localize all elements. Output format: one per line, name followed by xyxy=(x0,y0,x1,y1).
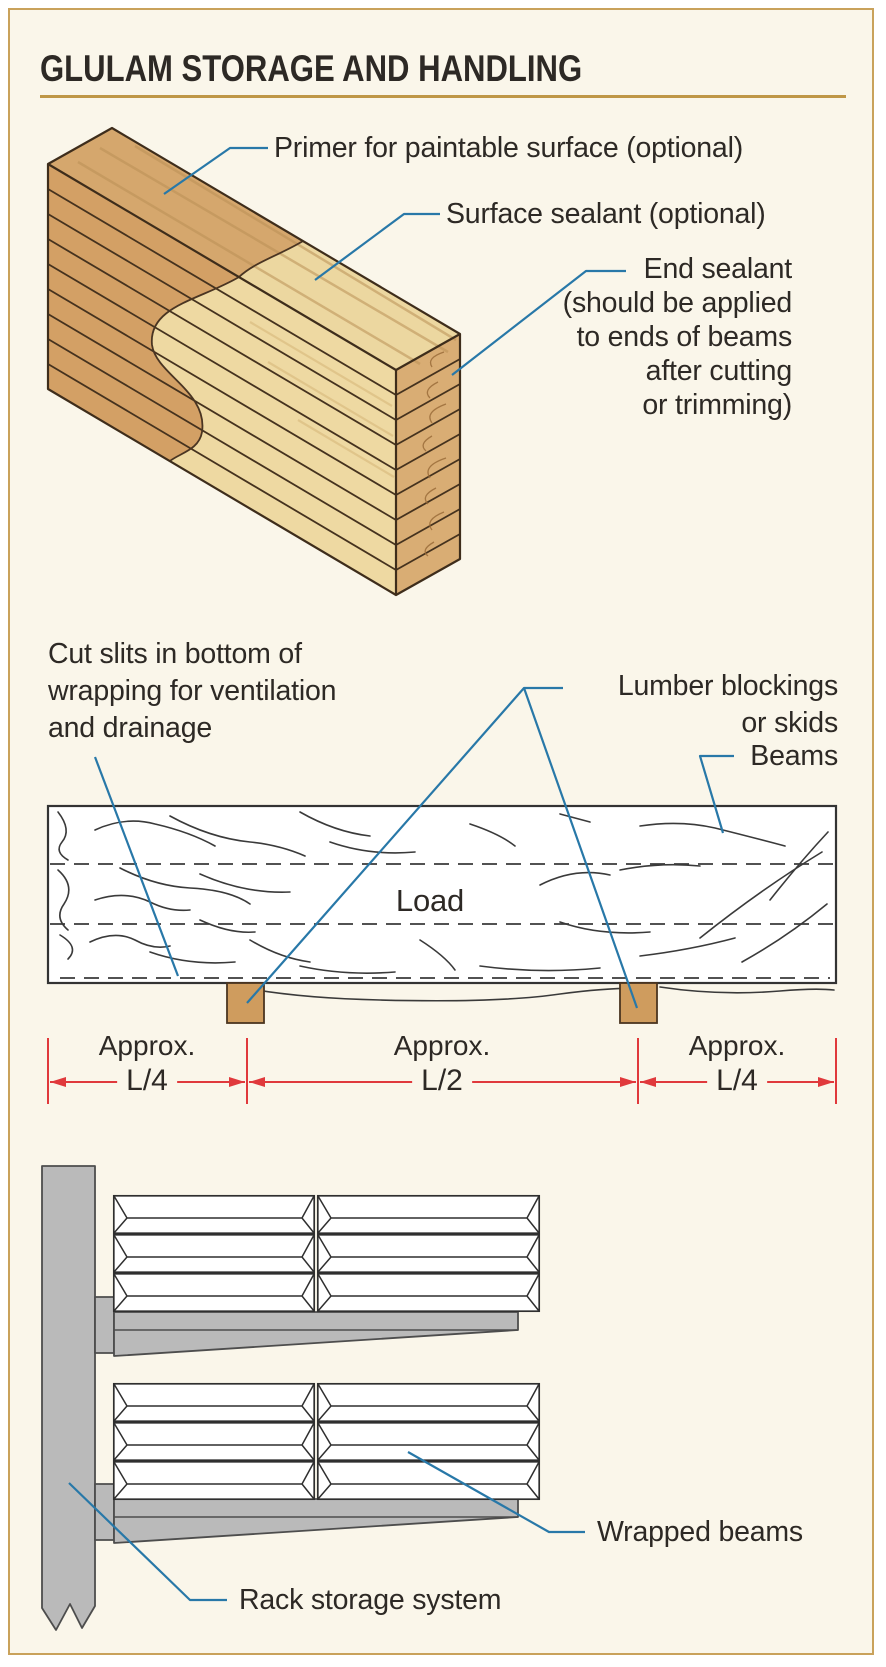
wrapped-beam-stack-lower xyxy=(112,1382,541,1501)
lumber-blocking-right xyxy=(619,982,658,1024)
sealant-boundary-curve xyxy=(151,240,304,462)
glulam-beam-illustration xyxy=(46,126,462,597)
dim-center-prefix: Approx. xyxy=(393,1030,491,1061)
dim-left-prefix: Approx. xyxy=(98,1030,196,1061)
label-surface-sealant: Surface sealant (optional) xyxy=(446,198,766,230)
rack-arm-lower xyxy=(113,1498,519,1544)
rack-bracket-upper xyxy=(94,1296,115,1354)
wrapped-load-illustration xyxy=(46,804,838,1024)
leader-lumber-blockings xyxy=(246,686,639,1009)
leader-cut-slits xyxy=(93,756,180,977)
rack-arm-upper xyxy=(113,1311,519,1357)
leader-end-sealant xyxy=(451,269,626,376)
dim-right-value: L/4 xyxy=(707,1064,767,1098)
label-beams: Beams xyxy=(750,740,838,772)
leader-rack-storage xyxy=(68,1482,227,1602)
label-primer: Primer for paintable surface (optional) xyxy=(274,132,744,164)
label-wrapped-beams: Wrapped beams xyxy=(597,1516,803,1548)
leader-lines xyxy=(68,146,734,1602)
label-end-sealant: End sealant (should be applied to ends o… xyxy=(562,253,793,421)
dim-center-value: L/2 xyxy=(412,1064,472,1098)
label-lumber-blockings: Lumber blockings or skids xyxy=(617,670,838,739)
wrapped-beam-stack-upper xyxy=(112,1194,541,1313)
dim-right-prefix: Approx. xyxy=(688,1030,786,1061)
page-title: GLULAM STORAGE AND HANDLING xyxy=(40,48,583,89)
leader-wrapped-beams xyxy=(407,1451,585,1534)
leader-beams xyxy=(698,754,734,834)
label-load: Load xyxy=(395,883,465,918)
leader-surface-sealant xyxy=(314,212,440,281)
wrapping-wrinkles xyxy=(57,811,829,974)
label-rack-storage: Rack storage system xyxy=(239,1584,502,1616)
rack-post xyxy=(41,1165,96,1631)
title-rule xyxy=(40,95,846,98)
wrapped-load-box xyxy=(46,804,838,985)
leader-primer xyxy=(163,146,268,195)
dim-left-value: L/4 xyxy=(117,1064,177,1098)
label-cut-slits: Cut slits in bottom of wrapping for vent… xyxy=(48,638,337,744)
beam-front-unsealed-region xyxy=(48,164,239,461)
beam-top-primer-region xyxy=(48,128,303,277)
beam-end-face xyxy=(396,334,460,595)
rack-storage-illustration xyxy=(41,1165,541,1631)
